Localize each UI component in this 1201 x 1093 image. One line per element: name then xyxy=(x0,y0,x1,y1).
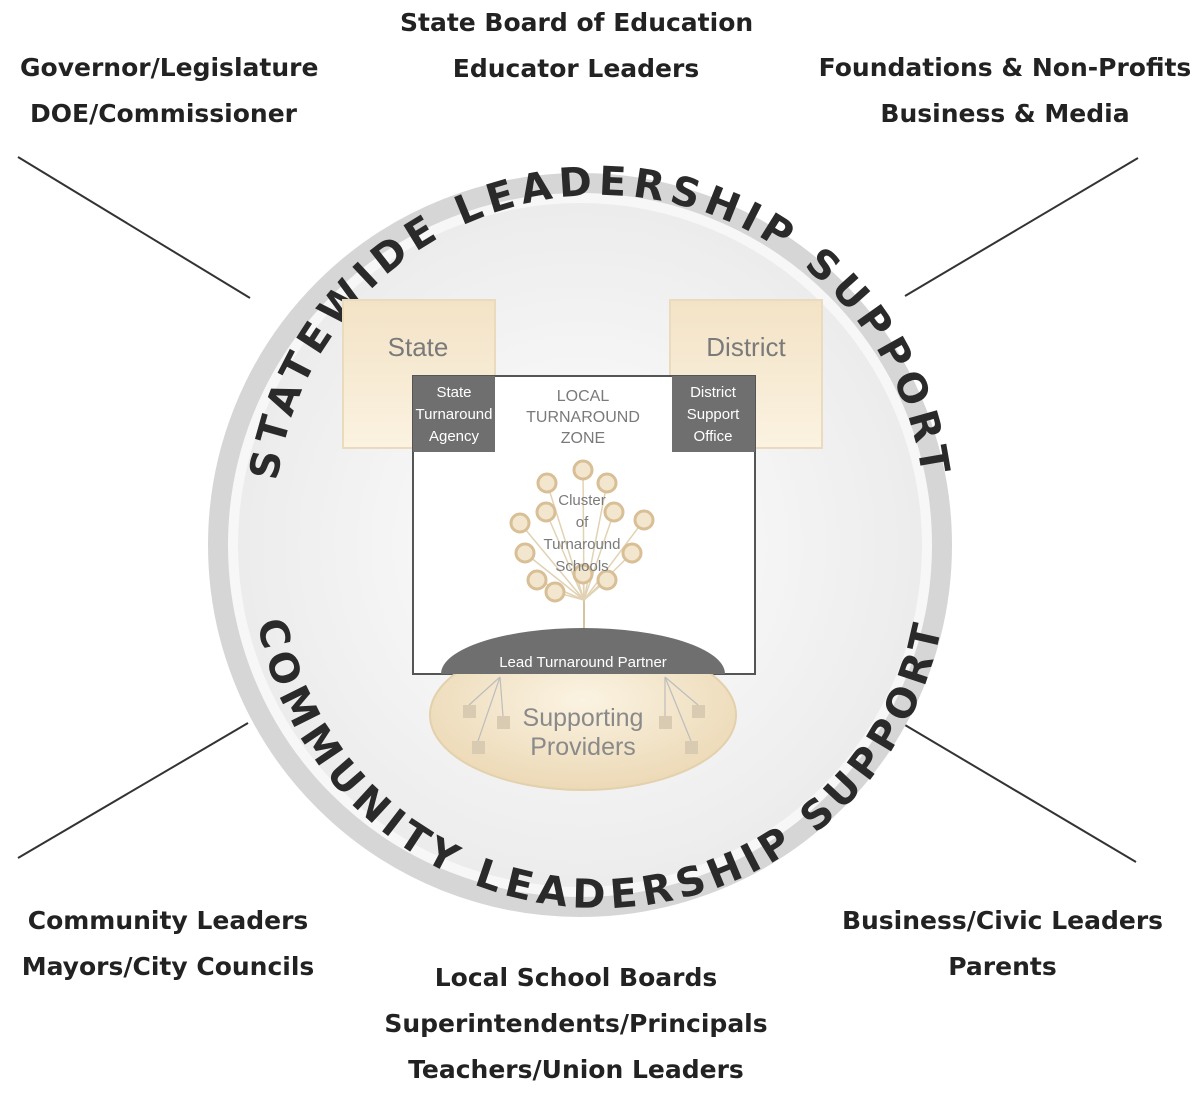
provider-node xyxy=(659,716,672,729)
cluster-label-line: Turnaround xyxy=(544,536,621,553)
school-node xyxy=(603,501,625,523)
provider-link xyxy=(664,676,692,742)
school-node xyxy=(536,472,558,494)
school-node xyxy=(514,542,536,564)
providers-label-line: Providers xyxy=(530,733,636,761)
stakeholder-label: Business/Civic Leaders xyxy=(841,906,1164,935)
providers-label-line: Supporting xyxy=(523,704,644,732)
connector-line-top-right xyxy=(904,157,1139,297)
school-node xyxy=(544,581,566,603)
state-agency-line: Agency xyxy=(429,428,480,445)
school-node xyxy=(633,509,655,531)
top-left-stakeholders: Governor/Legislature DOE/Commissioner xyxy=(20,45,318,137)
cluster-link xyxy=(545,511,585,601)
lead-partner-label: Lead Turnaround Partner xyxy=(499,654,667,671)
cluster-label-line: Cluster xyxy=(558,492,606,509)
stakeholder-label: Local School Boards xyxy=(434,963,718,992)
cluster-label-line: of xyxy=(576,514,589,531)
district-office-line: Office xyxy=(694,428,733,445)
stakeholder-label: Superintendents/Principals xyxy=(384,1009,768,1038)
stakeholder-label: Community Leaders xyxy=(27,906,309,935)
cluster-link xyxy=(583,519,645,601)
provider-node xyxy=(692,705,705,718)
stakeholder-label: Governor/Legislature xyxy=(20,53,319,82)
school-node xyxy=(621,542,643,564)
stakeholder-label: Parents xyxy=(948,952,1057,981)
school-node xyxy=(572,459,594,481)
district-office-line: District xyxy=(690,384,737,401)
cluster-link xyxy=(583,511,615,601)
provider-link xyxy=(468,676,501,706)
school-node xyxy=(526,569,548,591)
state-turnaround-agency xyxy=(413,376,495,452)
state-box-label: State xyxy=(388,332,449,362)
bottom-center-stakeholders: Local School Boards Superintendents/Prin… xyxy=(380,955,772,1093)
stakeholder-label: Educator Leaders xyxy=(452,54,700,83)
cluster-link xyxy=(519,522,585,601)
stakeholder-label: State Board of Education xyxy=(400,8,754,37)
zone-label-line: ZONE xyxy=(561,430,605,447)
provider-link xyxy=(664,676,699,706)
provider-nodes xyxy=(463,676,705,754)
top-right-stakeholders: Foundations & Non-Profits Business & Med… xyxy=(815,45,1195,137)
state-agency-line: State xyxy=(436,384,471,401)
district-support-office xyxy=(672,376,755,452)
connector-line-top-left xyxy=(17,156,251,299)
district-office-line: Support xyxy=(687,406,740,423)
connector-line-bottom-right xyxy=(904,724,1137,863)
school-node xyxy=(535,501,557,523)
provider-node xyxy=(685,741,698,754)
provider-link xyxy=(499,676,504,717)
stakeholder-label: Teachers/Union Leaders xyxy=(408,1055,744,1084)
provider-node xyxy=(463,705,476,718)
stakeholder-label: Foundations & Non-Profits xyxy=(818,53,1192,82)
stakeholder-label: Mayors/City Councils xyxy=(21,952,315,981)
stakeholder-label: DOE/Commissioner xyxy=(30,99,297,128)
lead-turnaround-partner xyxy=(441,628,725,674)
cluster-label-line: Schools xyxy=(555,558,608,575)
school-node xyxy=(572,563,594,585)
stakeholder-label: Business & Media xyxy=(880,99,1130,128)
state-agency-line: Turnaround xyxy=(416,406,493,423)
school-cluster xyxy=(509,459,655,652)
cluster-link xyxy=(524,552,585,601)
provider-node xyxy=(472,741,485,754)
school-node xyxy=(596,472,618,494)
zone-label-line: TURNAROUND xyxy=(526,409,640,426)
bottom-right-stakeholders: Business/Civic Leaders Parents xyxy=(840,898,1165,990)
connector-line-bottom-left xyxy=(17,722,249,859)
bottom-left-stakeholders: Community Leaders Mayors/City Councils xyxy=(18,898,318,990)
provider-link xyxy=(477,676,501,742)
provider-node xyxy=(497,716,510,729)
district-box-label: District xyxy=(706,332,786,362)
school-node xyxy=(596,569,618,591)
school-node xyxy=(509,512,531,534)
zone-label-line: LOCAL xyxy=(557,388,610,405)
top-center-stakeholders: State Board of Education Educator Leader… xyxy=(400,0,754,92)
